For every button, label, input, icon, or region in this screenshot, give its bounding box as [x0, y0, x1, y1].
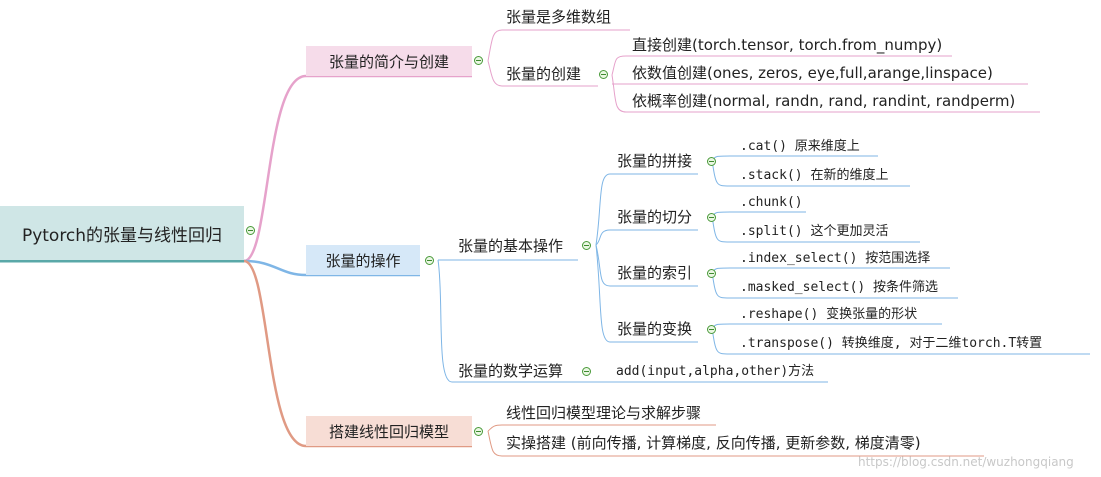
leaf-node[interactable]: .transpose() 转换维度, 对于二维torch.T转置: [740, 336, 1043, 351]
collapse-icon[interactable]: [582, 241, 591, 250]
collapse-icon[interactable]: [707, 269, 716, 278]
branch-label: 搭建线性回归模型: [328, 422, 449, 441]
topic-node[interactable]: 张量的索引: [617, 264, 693, 282]
collapse-icon[interactable]: [707, 157, 716, 166]
collapse-icon[interactable]: [599, 70, 608, 79]
topic-node[interactable]: 张量的变换: [617, 320, 693, 338]
root-node[interactable]: Pytorch的张量与线性回归: [0, 206, 244, 260]
leaf-node[interactable]: add(input,alpha,other)方法: [616, 364, 815, 379]
branch-node-intro-creation[interactable]: 张量的简介与创建: [306, 46, 472, 76]
leaf-node[interactable]: .masked_select() 按条件筛选: [740, 280, 939, 295]
topic-node[interactable]: 张量的切分: [617, 208, 693, 226]
topic-node[interactable]: 实操搭建 (前向传播, 计算梯度, 反向传播, 更新参数, 梯度清零): [506, 434, 921, 452]
topic-node[interactable]: 张量是多维数组: [506, 8, 612, 26]
leaf-node[interactable]: 依数值创建(ones, zeros, eye,full,arange,linsp…: [632, 64, 993, 82]
branch-node-operations[interactable]: 张量的操作: [306, 245, 420, 275]
leaf-node[interactable]: .index_select() 按范围选择: [740, 251, 931, 266]
leaf-node[interactable]: 依概率创建(normal, randn, rand, randint, rand…: [632, 92, 1016, 110]
branch-label: 张量的操作: [325, 251, 401, 270]
leaf-node[interactable]: .cat() 原来维度上: [740, 139, 860, 154]
topic-node[interactable]: 线性回归模型理论与求解步骤: [506, 404, 702, 422]
leaf-node[interactable]: .stack() 在新的维度上: [740, 168, 889, 183]
topic-node[interactable]: 张量的创建: [506, 65, 582, 83]
leaf-node[interactable]: .reshape() 变换张量的形状: [740, 307, 918, 322]
collapse-icon[interactable]: [707, 325, 716, 334]
leaf-node[interactable]: .split() 这个更加灵活: [740, 224, 889, 239]
root-label: Pytorch的张量与线性回归: [21, 225, 223, 246]
collapse-icon[interactable]: [246, 226, 255, 235]
watermark: https://blog.csdn.net/wuzhongqiang: [858, 455, 1074, 469]
collapse-icon[interactable]: [707, 213, 716, 222]
branch-node-linear-regression[interactable]: 搭建线性回归模型: [306, 416, 472, 446]
collapse-icon[interactable]: [582, 367, 591, 376]
branch-label: 张量的简介与创建: [328, 52, 449, 71]
leaf-node[interactable]: .chunk(): [740, 195, 803, 210]
collapse-icon[interactable]: [474, 427, 483, 436]
collapse-icon[interactable]: [425, 256, 434, 265]
leaf-node[interactable]: 直接创建(torch.tensor, torch.from_numpy): [632, 36, 943, 54]
collapse-icon[interactable]: [474, 56, 483, 65]
topic-node[interactable]: 张量的数学运算: [458, 362, 564, 380]
topic-node[interactable]: 张量的拼接: [617, 152, 693, 170]
topic-node[interactable]: 张量的基本操作: [458, 237, 564, 255]
